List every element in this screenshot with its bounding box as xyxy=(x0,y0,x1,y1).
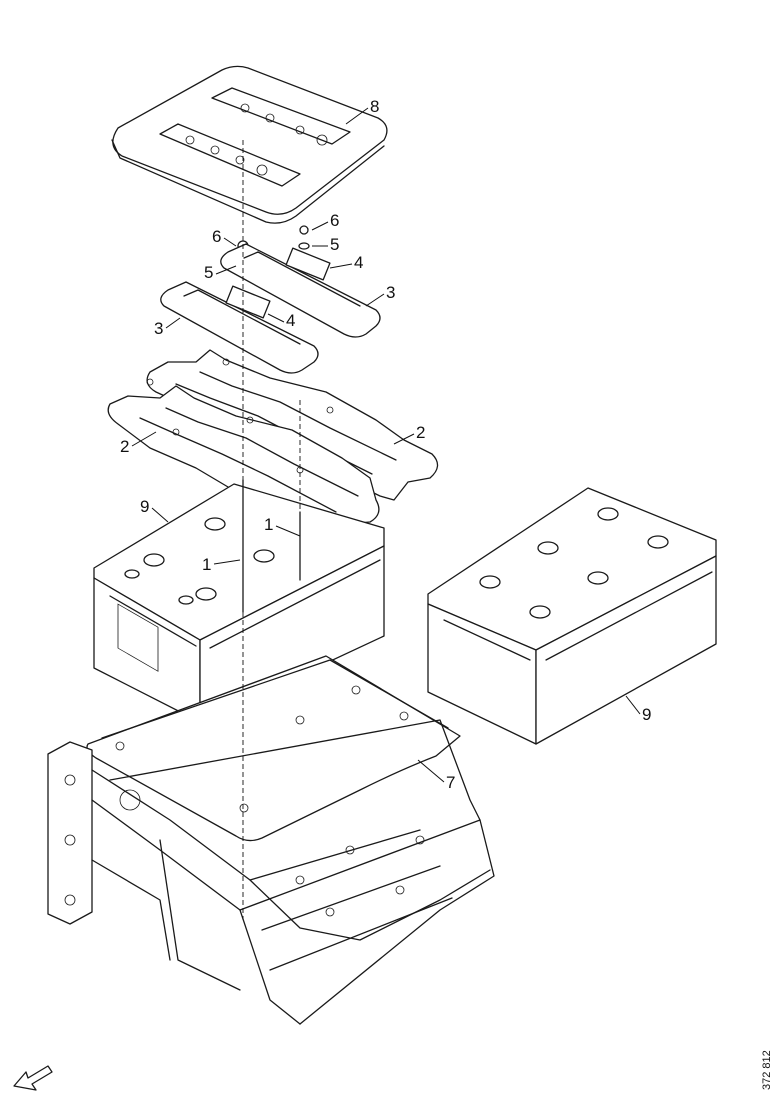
figure-code: 372 812 xyxy=(761,1050,773,1090)
callout-1: 1 xyxy=(202,555,211,574)
callout-6: 6 xyxy=(330,211,339,230)
callout-7: 7 xyxy=(446,773,455,792)
battery-left xyxy=(93,483,385,723)
callout-2: 2 xyxy=(120,437,129,456)
callout-5: 5 xyxy=(204,263,213,282)
front-direction-arrow-icon xyxy=(13,1065,53,1091)
callout-3: 3 xyxy=(154,319,163,338)
callout-9: 9 xyxy=(140,497,149,516)
callout-4: 4 xyxy=(286,311,295,330)
callout-8: 8 xyxy=(370,97,379,116)
battery-terminal xyxy=(479,507,669,619)
callout-4: 4 xyxy=(354,253,363,272)
callout-1: 1 xyxy=(264,515,273,534)
callout-6: 6 xyxy=(212,227,221,246)
callout-labels: 8 6 5 4 3 6 5 4 3 2 2 9 9 1 1 7 xyxy=(120,97,651,792)
battery-carrier-frame xyxy=(47,719,495,1025)
battery-frames xyxy=(107,349,439,541)
clamp-bolts xyxy=(242,140,301,920)
battery-cover xyxy=(111,65,388,224)
clamp-bars xyxy=(160,243,381,374)
callout-3: 3 xyxy=(386,283,395,302)
callout-9: 9 xyxy=(642,705,651,724)
battery-right xyxy=(427,487,717,745)
callout-2: 2 xyxy=(416,423,425,442)
battery-terminal xyxy=(124,517,275,605)
callout-5: 5 xyxy=(330,235,339,254)
